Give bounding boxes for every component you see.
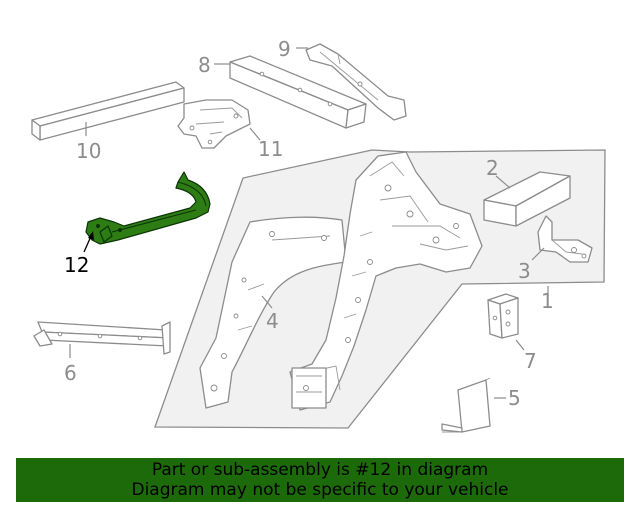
callout-9: 9 — [278, 37, 291, 61]
callout-5: 5 — [508, 386, 521, 410]
part-1-pillar-frame — [289, 151, 483, 411]
part-3-bracket — [537, 215, 593, 263]
callout-10: 10 — [76, 139, 101, 163]
part-7-block — [487, 293, 519, 339]
part-4-wheelhouse-panel — [199, 216, 347, 409]
callout-8: 8 — [198, 53, 211, 77]
part-8-channel-beam — [229, 55, 367, 129]
banner-line-1: Part or sub-assembly is #12 in diagram — [151, 460, 489, 480]
parts-diagram: 1 2 3 4 5 6 7 8 9 10 11 12 — [31, 37, 606, 433]
leader-lines — [69, 47, 549, 399]
part-2-box-member — [483, 171, 571, 227]
callout-7: 7 — [524, 349, 537, 373]
callout-3: 3 — [518, 259, 531, 283]
callout-4: 4 — [266, 309, 279, 333]
callout-11: 11 — [258, 137, 283, 161]
callout-1: 1 — [541, 289, 554, 313]
banner-line-2: Diagram may not be specific to your vehi… — [131, 480, 509, 500]
part-9-angled-brace — [305, 43, 407, 121]
part-10-long-bar — [31, 81, 185, 141]
callout-2: 2 — [486, 156, 499, 180]
info-banner: Part or sub-assembly is #12 in diagram D… — [16, 458, 624, 502]
callout-labels: 1 2 3 4 5 6 7 8 9 10 11 12 — [64, 37, 554, 410]
callout-12: 12 — [64, 253, 89, 277]
part-12-reinforcement-highlighted — [85, 171, 211, 245]
part-11-cast-bracket — [177, 99, 251, 149]
part-6-rail — [33, 321, 171, 355]
part-5-plate — [441, 377, 491, 433]
callout-6: 6 — [64, 361, 77, 385]
